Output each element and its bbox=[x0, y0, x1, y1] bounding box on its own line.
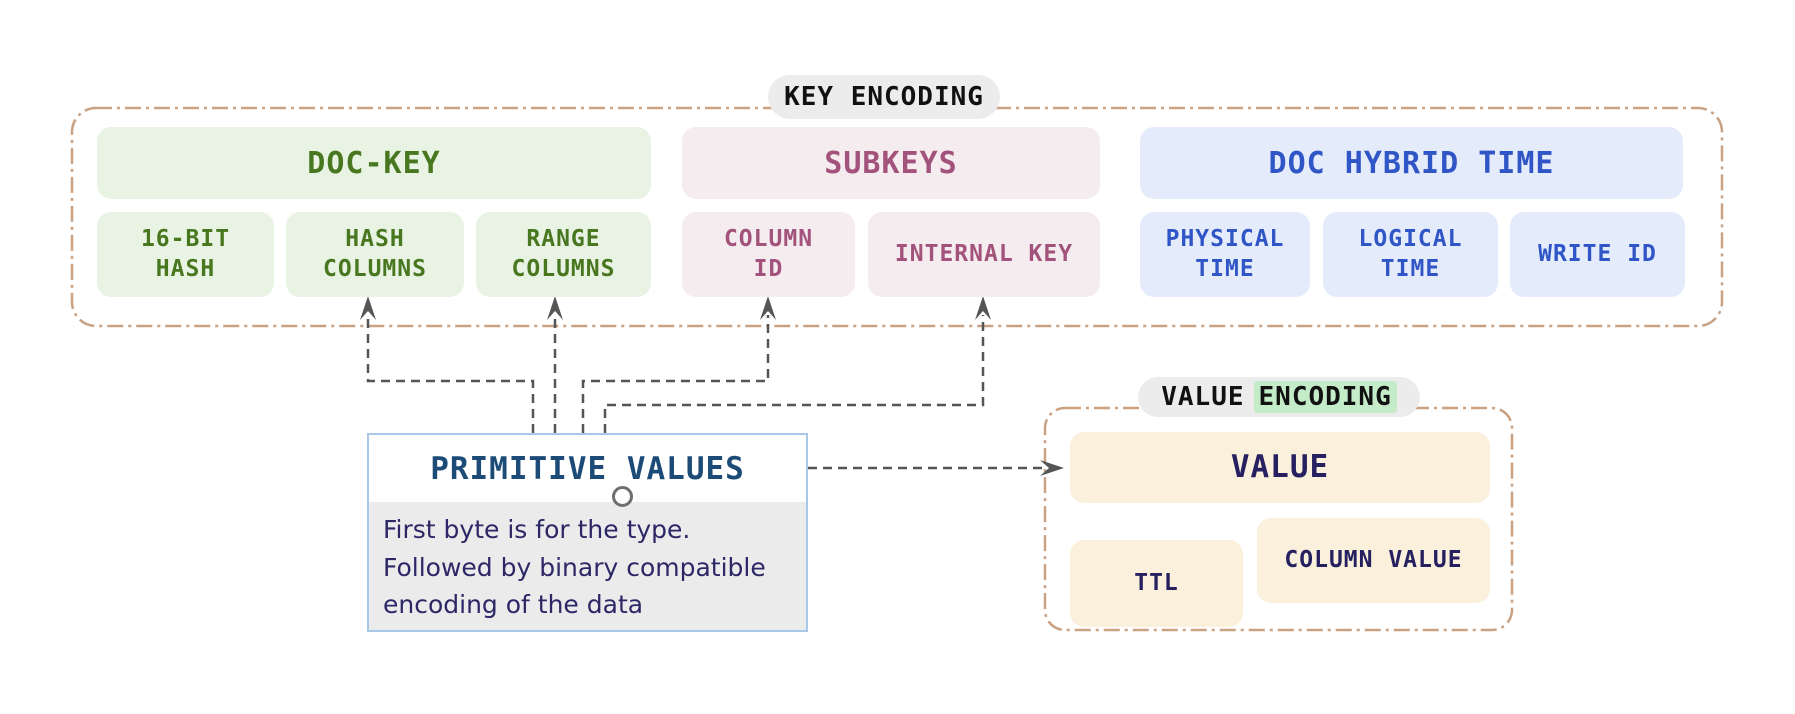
arrow-primitive-to-internal-key bbox=[603, 315, 985, 433]
value-encoding-badge: VALUE ENCODING bbox=[1138, 377, 1420, 417]
box-physical-time-label: PHYSICAL TIME bbox=[1165, 225, 1285, 282]
box-range-columns-label: RANGE COLUMNS bbox=[511, 225, 616, 282]
primitive-values-description: First byte is for the type. Followed by … bbox=[369, 502, 806, 630]
primitive-values-title: PRIMITIVE VALUES bbox=[369, 435, 806, 502]
box-value-label: VALUE bbox=[1230, 449, 1330, 486]
box-logical-time-label: LOGICAL TIME bbox=[1358, 225, 1463, 282]
box-logical-time: LOGICAL TIME bbox=[1323, 212, 1498, 297]
primitive-values-card: PRIMITIVE VALUES First byte is for the t… bbox=[367, 433, 808, 632]
box-hash-columns: HASH COLUMNS bbox=[286, 212, 464, 297]
box-write-id-label: WRITE ID bbox=[1538, 240, 1657, 267]
value-encoding-badge-plain: VALUE bbox=[1161, 382, 1245, 412]
primitive-values-title-text: PRIMITIVE VALUES bbox=[430, 450, 745, 487]
box-ttl-label: TTL bbox=[1134, 569, 1179, 596]
box-write-id: WRITE ID bbox=[1510, 212, 1685, 297]
box-internal-key: INTERNAL KEY bbox=[868, 212, 1100, 297]
box-column-value-label: COLUMN VALUE bbox=[1284, 546, 1463, 573]
box-range-columns: RANGE COLUMNS bbox=[476, 212, 651, 297]
arrow-primitive-to-column-id bbox=[581, 315, 770, 433]
key-encoding-badge: KEY ENCODING bbox=[768, 75, 1000, 119]
subkeys-header: SUBKEYS bbox=[682, 127, 1100, 199]
box-column-id-label: COLUMN ID bbox=[723, 225, 814, 282]
box-16-bit-hash: 16-BIT HASH bbox=[97, 212, 274, 297]
arrowhead-column-id bbox=[760, 296, 776, 320]
box-internal-key-label: INTERNAL KEY bbox=[894, 240, 1074, 267]
doc-key-header-label: DOC-KEY bbox=[307, 145, 441, 181]
value-encoding-badge-highlight: ENCODING bbox=[1253, 381, 1397, 413]
key-encoding-border bbox=[70, 106, 1724, 328]
key-encoding-badge-label: KEY ENCODING bbox=[784, 82, 984, 112]
doc-hybrid-time-header-label: DOC HYBRID TIME bbox=[1268, 145, 1555, 181]
box-physical-time: PHYSICAL TIME bbox=[1140, 212, 1310, 297]
doc-hybrid-time-header: DOC HYBRID TIME bbox=[1140, 127, 1683, 199]
arrowhead-value bbox=[1040, 460, 1064, 476]
box-column-value: COLUMN VALUE bbox=[1257, 518, 1490, 603]
subkeys-header-label: SUBKEYS bbox=[824, 145, 958, 181]
box-16-bit-hash-label: 16-BIT HASH bbox=[140, 225, 231, 282]
connector-dot bbox=[612, 486, 633, 507]
arrowhead-internal-key bbox=[975, 296, 991, 320]
box-value: VALUE bbox=[1070, 432, 1490, 503]
arrowhead-range-columns bbox=[547, 296, 563, 320]
box-column-id: COLUMN ID bbox=[682, 212, 855, 297]
arrow-primitive-to-hash-columns bbox=[366, 315, 535, 433]
box-ttl: TTL bbox=[1070, 540, 1243, 627]
arrowhead-hash-columns bbox=[360, 296, 376, 320]
box-hash-columns-label: HASH COLUMNS bbox=[323, 225, 427, 282]
doc-key-header: DOC-KEY bbox=[97, 127, 651, 199]
